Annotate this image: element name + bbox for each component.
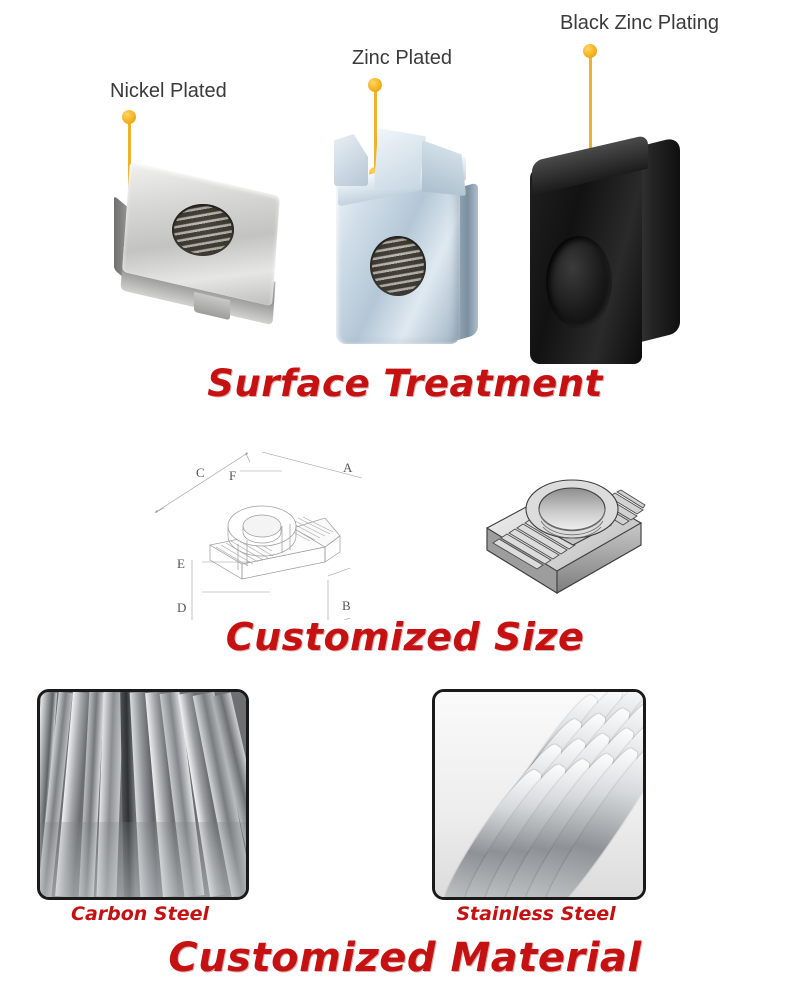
zinc-plated-t-nut-image <box>322 128 502 358</box>
pin-line-black-zinc <box>589 50 592 158</box>
nickel-plated-t-nut-image <box>108 161 318 343</box>
stainless-steel-photo <box>432 689 646 900</box>
dimension-label-f: F <box>229 468 236 483</box>
section-title-customized-size: Customized Size <box>225 615 585 659</box>
black-zinc-t-nut-image <box>512 126 702 388</box>
section-title-customized-material: Customized Material <box>168 935 642 981</box>
callout-label-zinc-plated: Zinc Plated <box>352 47 453 69</box>
threaded-hole <box>172 204 234 256</box>
nut-fin-right <box>422 140 466 196</box>
dimension-label-e: E <box>177 556 185 571</box>
carbon-steel-bar-bundle <box>40 692 246 897</box>
section-title-surface-treatment: Surface Treatment <box>207 362 603 405</box>
caption-carbon-steel: Carbon Steel <box>71 903 209 925</box>
t-nut-dimension-drawing: C A F E D B <box>154 451 363 620</box>
pin-line-zinc <box>374 84 377 177</box>
pin-marker-icon-black-zinc-top <box>583 44 597 58</box>
dimension-label-c: C <box>196 465 205 480</box>
surface-treatment-section: Nickel Plated Zinc Plated Black Zinc Pla… <box>0 0 810 420</box>
callout-label-black-zinc-plating: Black Zinc Plating <box>560 12 719 34</box>
carbon-steel-photo <box>37 689 249 900</box>
nut-fin-left <box>334 134 368 186</box>
callout-label-nickel-plated: Nickel Plated <box>110 80 227 102</box>
dimension-label-d: D <box>177 600 186 615</box>
pin-marker-icon-nickel-top <box>122 110 136 124</box>
dimension-label-b: B <box>342 598 351 613</box>
customized-material-section: Carbon Steel <box>0 665 810 996</box>
threaded-hole <box>370 236 426 296</box>
stainless-steel-rod-bundle <box>435 692 643 897</box>
dimension-label-a: A <box>343 460 353 475</box>
threaded-hole <box>546 236 612 328</box>
t-nut-3d-render <box>486 479 646 594</box>
nut-fin-center <box>374 128 426 188</box>
pin-marker-icon-zinc-top <box>368 78 382 92</box>
customized-size-section: C A F E D B <box>0 430 810 665</box>
caption-stainless-steel: Stainless Steel <box>456 903 616 925</box>
